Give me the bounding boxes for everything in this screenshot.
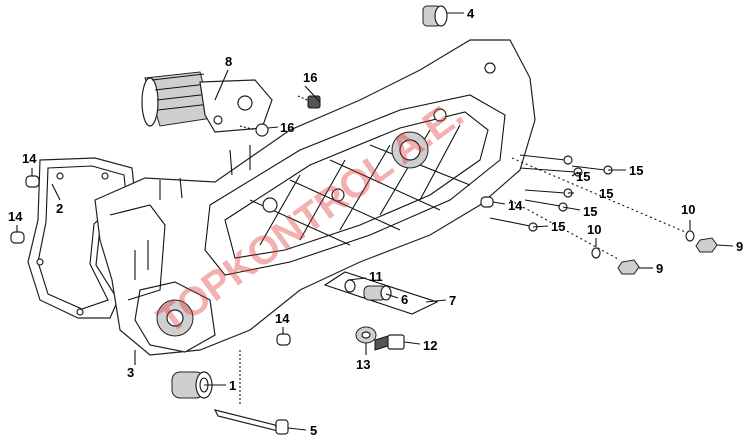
washer-part-10-upper	[685, 230, 695, 242]
bolt-part-12	[374, 334, 405, 351]
subassembly-part-7	[323, 271, 439, 315]
callout-9-lower: 9	[656, 261, 663, 276]
callout-15-e: 15	[551, 219, 565, 234]
callout-2: 2	[56, 201, 63, 216]
callout-9-upper: 9	[736, 239, 743, 254]
bushing-part-4	[422, 5, 448, 27]
callout-15-a: 15	[629, 163, 643, 178]
callout-14-upper-left: 14	[22, 151, 37, 166]
nut-part-9-upper	[695, 237, 718, 253]
callout-5: 5	[310, 423, 317, 438]
leader-lines	[16, 12, 734, 431]
callout-14-lower-left: 14	[8, 209, 23, 224]
callout-labels: 1 2 3 4 5 6 7 8 9 9 10 10 11 12 13 14 14…	[8, 6, 743, 438]
callout-14-right: 14	[508, 198, 523, 213]
starter-motor	[141, 71, 273, 133]
nut-part-9-lower	[617, 259, 640, 275]
dowel-pin-lower	[276, 333, 291, 346]
dowel-pin-upper-left	[25, 175, 40, 188]
callout-14-lower: 14	[275, 311, 290, 326]
callout-11: 11	[369, 269, 383, 284]
callout-1: 1	[229, 378, 236, 393]
callout-13: 13	[356, 357, 370, 372]
washer-part-13	[355, 326, 377, 344]
shaft-part-5	[213, 350, 289, 435]
callout-15-c: 15	[599, 186, 613, 201]
callout-16-upper: 16	[303, 70, 317, 85]
dowel-pin-right	[480, 196, 494, 208]
callout-7: 7	[449, 293, 456, 308]
callout-15-d: 15	[583, 204, 597, 219]
callout-4: 4	[467, 6, 475, 21]
callout-6: 6	[401, 292, 408, 307]
callout-3: 3	[127, 365, 134, 380]
callout-16-lower: 16	[280, 120, 294, 135]
dowel-pin-lower-left	[10, 231, 25, 244]
bolt-part-16-lower	[239, 123, 269, 137]
callout-15-b: 15	[576, 169, 590, 184]
callout-8: 8	[225, 54, 232, 69]
callout-10-upper: 10	[681, 202, 695, 217]
callout-10-lower: 10	[587, 222, 601, 237]
washer-part-10-lower	[591, 247, 601, 259]
callout-12: 12	[423, 338, 437, 353]
crankcase-housing	[94, 39, 536, 356]
